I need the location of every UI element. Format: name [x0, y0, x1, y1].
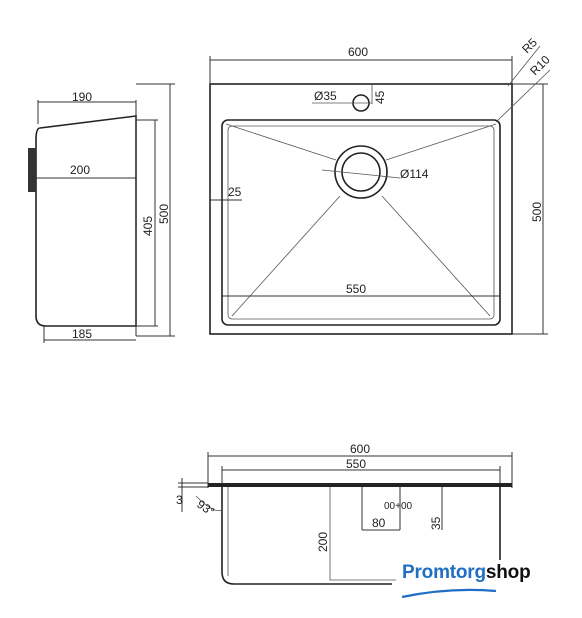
sec-angle-arc: [195, 495, 223, 512]
sec-drain-label: 00+00: [384, 501, 413, 512]
side-body-outline: [35, 115, 137, 327]
side-dim-190: 190: [72, 90, 92, 104]
top-inner-bowl: [221, 119, 501, 326]
r10-leader: [495, 69, 551, 123]
side-dim-405: 405: [141, 216, 155, 236]
side-knob: [28, 148, 36, 192]
section-view: 600 550 3 93° 200 00+00 80 35: [176, 442, 513, 585]
sec-rim: [208, 483, 512, 487]
top-outer-frame: [209, 83, 513, 335]
drain-label: Ø114: [400, 167, 429, 181]
side-view: 190 200 185 405 500: [28, 83, 175, 343]
slope-tr: [385, 123, 497, 161]
sec-dim-600: 600: [350, 442, 370, 456]
top-inner-bowl-edge: [227, 125, 495, 320]
top-view: 600 R5 R10 Ø35 45 Ø114 25 550 500: [209, 35, 553, 335]
sec-rim-thickness: 3: [176, 493, 183, 507]
radius-inner: R10: [527, 52, 553, 78]
sec-drain-line: [329, 487, 396, 581]
side-dim-185: 185: [72, 327, 92, 341]
slope-br: [381, 195, 491, 317]
brand-name-part2: shop: [485, 562, 531, 583]
r5-leader: [507, 45, 541, 87]
sec-drain-width: 80: [372, 516, 386, 530]
drain-leader: [321, 169, 401, 179]
top-dim-600: 600: [348, 45, 368, 59]
sec-angle: 93°: [194, 497, 217, 519]
slope-tl: [225, 123, 337, 161]
tap-offset-label: 45: [373, 90, 387, 104]
sec-dim-550: 550: [346, 457, 366, 471]
drain-outer-circle: [334, 145, 388, 199]
brand-name-part1: Promtorg: [402, 562, 486, 583]
sec-bowl-left: [221, 487, 392, 585]
radius-outer: R5: [519, 35, 540, 56]
slope-bl: [231, 195, 341, 317]
sec-drain-height: 35: [429, 516, 443, 530]
brand-logo: Promtorgshop: [402, 562, 531, 584]
rim-label: 25: [228, 185, 242, 199]
side-dim-500: 500: [157, 204, 171, 224]
brand-swoosh-icon: [401, 588, 497, 599]
sec-depth: 200: [316, 532, 330, 552]
drain-inner-circle: [341, 152, 381, 192]
side-dim-200: 200: [70, 163, 90, 177]
tap-hole-label: Ø35: [314, 89, 337, 103]
top-dim-550: 550: [346, 282, 366, 296]
top-dim-500: 500: [530, 202, 544, 222]
